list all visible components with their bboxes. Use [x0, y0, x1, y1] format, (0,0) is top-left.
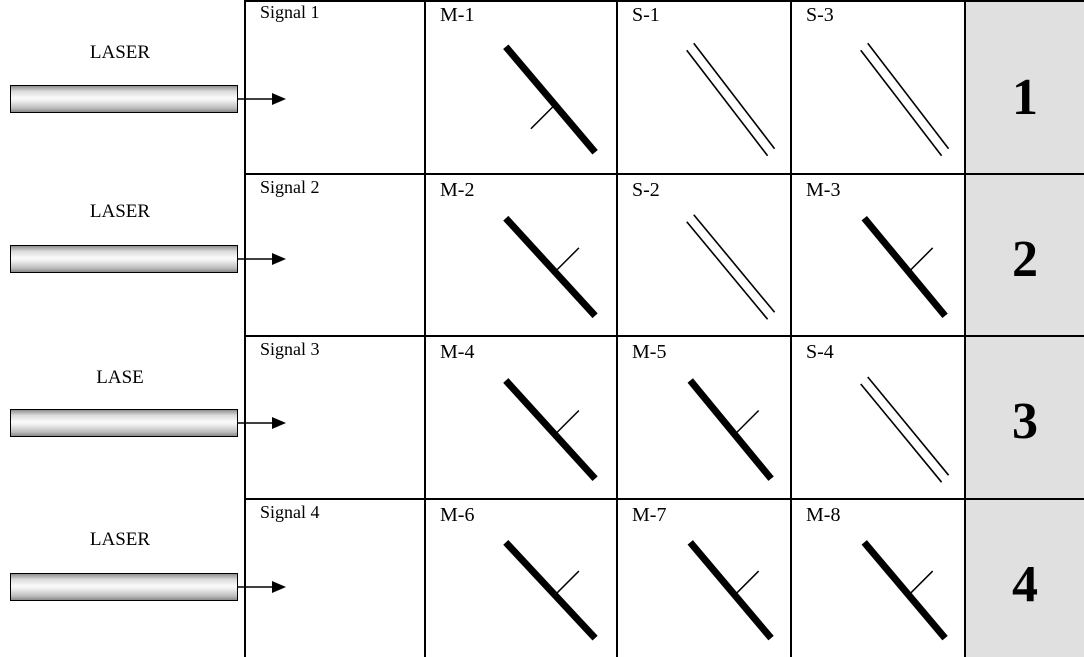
grid-line [424, 0, 426, 657]
mirror-normal-tick [734, 409, 760, 436]
component-cell: M-3 [792, 175, 964, 335]
component-cell: M-5 [618, 337, 790, 498]
grid-line [244, 0, 246, 657]
mirror-normal-tick [734, 570, 760, 596]
signal-cell-4: Signal 4 [244, 500, 424, 657]
laser-label-2: LASER [89, 201, 151, 222]
laser-tube-2 [10, 245, 238, 273]
beam-splitter-icon [860, 376, 950, 483]
component-cell: M-6 [426, 500, 616, 657]
mirror-icon [687, 378, 774, 481]
beam-arrow-3 [238, 417, 286, 429]
beam-splitter-icon [860, 42, 950, 157]
grid-line [244, 498, 1084, 500]
splitter-edge-2 [867, 42, 950, 150]
mirror-icon [687, 540, 774, 641]
splitter-edge-1 [860, 383, 943, 483]
signal-label-2: Signal 2 [260, 177, 320, 197]
beam-splitter-icon [686, 42, 776, 157]
mirror-surface [861, 540, 948, 641]
signal-label-4: Signal 4 [260, 502, 320, 522]
beam-arrow-2 [238, 253, 286, 265]
mirror-surface [503, 378, 598, 482]
mirror-normal-tick [908, 247, 934, 273]
splitter-edge-1 [686, 221, 769, 320]
beam-splitter-icon [686, 214, 776, 320]
number-cell-2: 2 [966, 175, 1084, 335]
row-number-4: 4 [1012, 556, 1038, 613]
mirror-normal-tick [554, 247, 580, 273]
splitter-edge-1 [686, 49, 769, 157]
component-cell: M-1 [426, 0, 616, 173]
component-cell: M-4 [426, 337, 616, 498]
component-label: M-8 [806, 504, 841, 526]
mirror-normal-tick [530, 104, 556, 130]
mirror-surface [503, 44, 598, 155]
mirror-icon [503, 540, 598, 641]
component-cell: S-2 [618, 175, 790, 335]
splitter-edge-2 [693, 214, 776, 313]
component-label: S-4 [806, 341, 834, 363]
component-label: S-2 [632, 179, 660, 201]
mirror-icon [861, 215, 948, 319]
component-cell: S-4 [792, 337, 964, 498]
row-number-1: 1 [1012, 69, 1038, 126]
signal-cell-3: Signal 3 [244, 337, 424, 498]
component-label: M-7 [632, 504, 667, 526]
component-label: M-4 [440, 341, 475, 363]
mirror-icon [861, 540, 948, 641]
component-label: S-1 [632, 4, 660, 26]
laser-tube-3 [10, 409, 238, 437]
splitter-edge-1 [860, 49, 943, 157]
grid-line [790, 0, 792, 657]
splitter-edge-2 [693, 42, 776, 150]
signal-cell-2: Signal 2 [244, 175, 424, 335]
signal-cell-1: Signal 1 [244, 0, 424, 173]
mirror-normal-tick [554, 570, 580, 596]
mirror-surface [861, 215, 948, 319]
component-cell: M-7 [618, 500, 790, 657]
mirror-surface [687, 540, 774, 641]
number-cell-1: 1 [966, 0, 1084, 173]
mirror-icon [503, 378, 598, 482]
mirror-icon [503, 44, 598, 155]
number-cell-3: 3 [966, 337, 1084, 498]
laser-label-3: LASE [96, 367, 144, 388]
laser-tube-1 [10, 85, 238, 113]
component-cell: S-1 [618, 0, 790, 173]
grid-line [244, 173, 1084, 175]
beam-arrow-4 [238, 581, 286, 593]
row-number-3: 3 [1012, 393, 1038, 450]
grid-line [616, 0, 618, 657]
component-label: M-5 [632, 341, 667, 363]
component-cell: S-3 [792, 0, 964, 173]
laser-tube-4 [10, 573, 238, 601]
mirror-surface [503, 540, 598, 641]
mirror-normal-tick [908, 570, 934, 596]
signal-label-3: Signal 3 [260, 339, 320, 359]
number-cell-4: 4 [966, 500, 1084, 657]
signal-label-1: Signal 1 [260, 2, 320, 22]
mirror-icon [503, 215, 598, 319]
grid-line [244, 335, 1084, 337]
mirror-normal-tick [554, 409, 580, 436]
splitter-edge-2 [867, 376, 950, 476]
mirror-surface [503, 215, 598, 319]
mirror-surface [687, 378, 774, 481]
laser-label-1: LASER [89, 42, 151, 63]
optics-grid: 1 2 3 4 Signal 1 Signal 2 Signal 3 Signa… [244, 0, 1084, 657]
row-number-2: 2 [1012, 231, 1038, 288]
component-label: M-1 [440, 4, 475, 26]
component-label: M-2 [440, 179, 475, 201]
component-label: S-3 [806, 4, 834, 26]
component-label: M-3 [806, 179, 841, 201]
component-cell: M-8 [792, 500, 964, 657]
laser-label-4: LASER [89, 529, 151, 550]
grid-line [964, 0, 966, 657]
component-cell: M-2 [426, 175, 616, 335]
component-label: M-6 [440, 504, 475, 526]
beam-arrow-1 [238, 93, 286, 105]
grid-line [244, 0, 1084, 2]
